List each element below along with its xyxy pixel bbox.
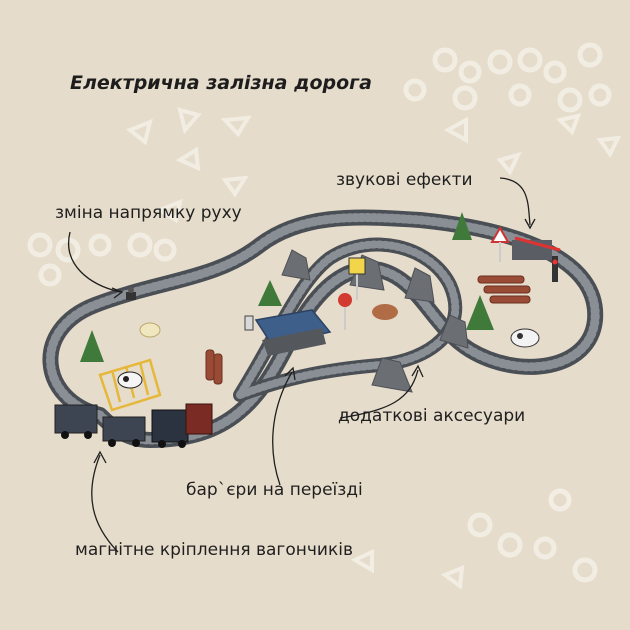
trees <box>80 212 494 362</box>
arrow-direction <box>67 231 121 293</box>
crossing-bridge <box>244 309 332 356</box>
animals <box>117 304 540 389</box>
arrow-barriers <box>272 371 293 486</box>
arrow-sound <box>499 177 531 226</box>
label-magnetic-coupling: магнітне кріплення вагончиків <box>75 540 353 560</box>
label-crossing-barriers: бар`єри на переїзді <box>186 480 363 500</box>
barrier-gate <box>512 236 561 282</box>
arrow-accessories <box>339 369 419 419</box>
label-extra-accessories: додаткові аксесуари <box>338 406 526 426</box>
label-sound-effects: звукові ефекти <box>336 170 473 190</box>
page-title: Електрична залізна дорога <box>70 72 372 94</box>
train <box>54 403 213 448</box>
direction-switch <box>126 287 136 300</box>
logs <box>205 275 531 385</box>
road-signs <box>338 225 510 330</box>
label-direction-change: зміна напрямку руху <box>55 203 242 223</box>
rocks <box>281 249 469 393</box>
arrow-magnetic <box>91 454 119 553</box>
